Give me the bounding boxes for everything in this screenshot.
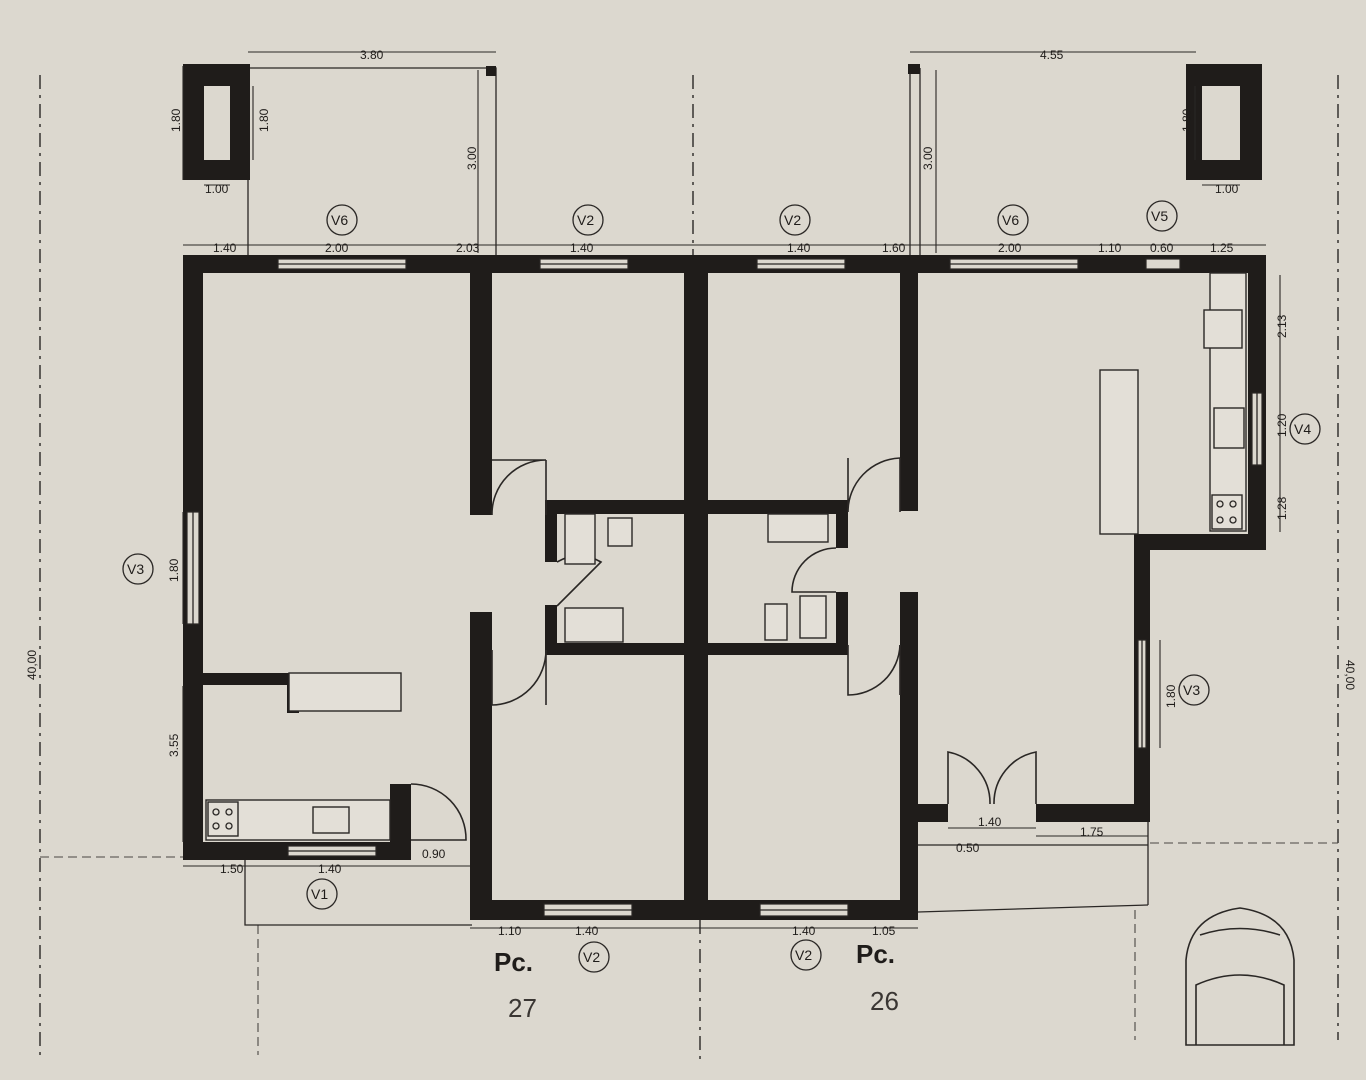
dim-right-m: 1.28 — [1275, 496, 1289, 520]
dim-entry-step: 0.50 — [956, 841, 980, 855]
tag-v3-left: V3 — [127, 561, 144, 577]
doors — [410, 457, 1037, 841]
tag-v2-bottom-left: V2 — [583, 949, 600, 965]
dim-top-f: 1.60 — [882, 241, 906, 255]
dim-left-pillar-h2: 1.80 — [257, 108, 271, 132]
lot-right-number: 26 — [870, 986, 899, 1016]
lot-left-number: 27 — [508, 993, 537, 1023]
dim-top-g: 2.00 — [998, 241, 1022, 255]
windows — [186, 258, 1263, 917]
dim-bot-e: 1.40 — [575, 924, 599, 938]
tag-v3-right: V3 — [1183, 682, 1200, 698]
fixtures — [205, 272, 1247, 841]
left-patio — [182, 51, 497, 255]
dim-entry-door: 1.40 — [978, 815, 1002, 829]
dim-right-patio-depth: 3.00 — [921, 146, 935, 170]
dim-left-low: 3.55 — [167, 733, 181, 757]
dim-top-d: 1.40 — [570, 241, 594, 255]
tag-v2-bottom-right: V2 — [795, 947, 812, 963]
tag-v6-left: V6 — [331, 212, 348, 228]
dim-bot-b: 1.40 — [318, 862, 342, 876]
window-tags: V6 V2 V2 V6 V5 V4 V3 V3 V1 V2 V2 — [122, 200, 1321, 973]
tag-v5: V5 — [1151, 208, 1168, 224]
dim-top-b: 2.00 — [325, 241, 349, 255]
dim-top-h: 1.10 — [1098, 241, 1122, 255]
dim-bot-c: 0.90 — [422, 847, 446, 861]
dimension-lines — [182, 244, 1281, 929]
dim-left-patio-width: 3.80 — [360, 48, 384, 62]
right-patio — [908, 51, 1262, 255]
lot-left-label: Pc. — [494, 947, 533, 977]
dim-right-l: 1.20 — [1275, 413, 1289, 437]
tag-v2-top-left: V2 — [577, 212, 594, 228]
dim-right-pillar-h: 1.80 — [1180, 108, 1194, 132]
dim-left-v3: 1.80 — [167, 558, 181, 582]
dim-lot-depth-right: 40,00 — [1343, 660, 1357, 690]
dimension-labels: 3.80 3.00 1.80 1.80 1.00 4.55 3.00 1.80 … — [25, 48, 1357, 938]
tag-v1: V1 — [311, 886, 328, 902]
tag-v2-top-right: V2 — [784, 212, 801, 228]
dim-right-k: 2.13 — [1275, 314, 1289, 338]
dim-top-a: 1.40 — [213, 241, 237, 255]
dim-top-c: 2.03 — [456, 241, 480, 255]
dim-right-pillar-w: 1.00 — [1215, 182, 1239, 196]
dim-bot-f: 1.40 — [792, 924, 816, 938]
dim-right-patio-width: 4.55 — [1040, 48, 1064, 62]
dim-left-pillar-h1: 1.80 — [169, 108, 183, 132]
dim-bot-g: 1.05 — [872, 924, 896, 938]
dim-bot-d: 1.10 — [498, 924, 522, 938]
car-icon — [1185, 907, 1295, 1046]
dim-left-pillar-w: 1.00 — [205, 182, 229, 196]
tag-v4: V4 — [1294, 421, 1311, 437]
lot-labels: Pc. 27 Pc. 26 — [494, 939, 899, 1023]
dim-left-patio-depth: 3.00 — [465, 146, 479, 170]
dim-right-v3: 1.80 — [1164, 684, 1178, 708]
dim-top-e: 1.40 — [787, 241, 811, 255]
dim-top-j: 1.25 — [1210, 241, 1234, 255]
dim-bot-a: 1.50 — [220, 862, 244, 876]
dim-top-i: 0.60 — [1150, 241, 1174, 255]
dim-entry-right: 1.75 — [1080, 825, 1104, 839]
dim-lot-depth-left: 40,00 — [25, 650, 39, 680]
tag-v6-right: V6 — [1002, 212, 1019, 228]
lot-right-label: Pc. — [856, 939, 895, 969]
